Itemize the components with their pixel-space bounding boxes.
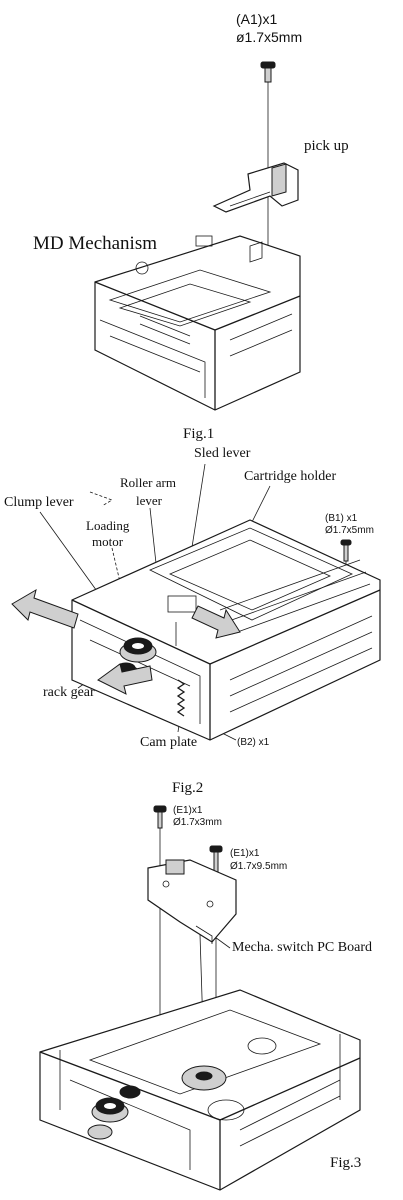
fig1-drawing [94, 61, 301, 411]
fig1-title: MD Mechanism [33, 233, 158, 254]
arrow-right-icon [191, 605, 241, 639]
fig3-screw-e1b-id: (E1)x1 [230, 848, 260, 859]
arrow-left-icon [11, 588, 79, 629]
fig3-mechanism-icon [39, 989, 361, 1191]
fig2-screw-b1-id: (B1) x1 [325, 513, 358, 524]
fig2-drawing [11, 463, 381, 741]
fig3-pc-board-label: Mecha. switch PC Board [232, 940, 372, 955]
fig2-roller-arm-label-2: lever [136, 493, 162, 508]
fig3-caption: Fig.3 [330, 1155, 362, 1171]
fig1-screw-id: (A1)x1 [236, 11, 278, 27]
arrow-down-left-icon [97, 663, 153, 695]
fig2-screw-b1-size: Ø1.7x5mm [325, 525, 374, 536]
fig2-caption: Fig.2 [172, 780, 204, 796]
fig1-pickup-label: pick up [304, 138, 349, 154]
fig2-clump-lever-label: Clump lever [4, 495, 74, 510]
fig3-screw-e1a-id: (E1)x1 [173, 805, 203, 816]
fig2-loading-motor-label-2: motor [92, 534, 124, 549]
fig2-cam-plate-label: Cam plate [140, 735, 198, 750]
fig2-sled-lever-label: Sled lever [194, 446, 251, 461]
pc-board-icon [147, 859, 237, 944]
fig2-rack-gear-label: rack gear [43, 685, 95, 700]
fig2-loading-motor-label-1: Loading [86, 518, 130, 533]
fig1-screw-size: ø1.7x5mm [236, 29, 303, 45]
md-mechanism-icon [94, 235, 301, 411]
fig2-roller-arm-label-1: Roller arm [120, 475, 176, 490]
fig3-screw-e1b-size: Ø1.7x9.5mm [230, 861, 288, 872]
spring-icon [176, 679, 186, 717]
fig2-cartridge-holder-label: Cartridge holder [244, 469, 337, 484]
pickup-icon [212, 162, 299, 213]
fig1-caption: Fig.1 [183, 426, 215, 442]
fig3-gear-icon [87, 1085, 141, 1140]
fig3-screw-e1a-size: Ø1.7x3mm [173, 817, 222, 828]
fig2-screw-b2-id: (B2) x1 [237, 737, 270, 748]
